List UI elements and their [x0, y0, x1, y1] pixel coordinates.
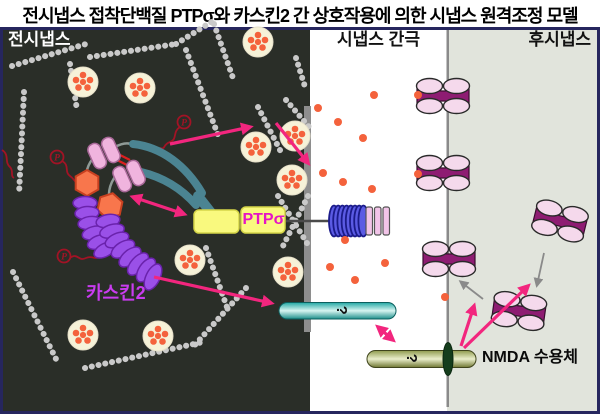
region-label-presynapse: 전시냅스 — [8, 30, 71, 49]
phospho-p: P — [61, 253, 67, 263]
arrow-teal-olive — [375, 324, 396, 343]
olive-unknown-protein — [366, 350, 477, 368]
actin-filaments — [9, 18, 313, 371]
ptpsigma-fn3-coil — [328, 204, 370, 238]
ptpsigma-ig-domains — [365, 206, 391, 236]
region-label-postsynapse: 후시냅스 — [528, 30, 591, 49]
arrow-caskin2-to-teal — [153, 275, 275, 308]
caskin2-sam-spiral — [72, 195, 163, 291]
presynaptic-membrane — [304, 106, 311, 332]
figure-title: 전시냅스 접착단백질 PTPσ와 카스킨2 간 상호작용에 의한 시냅스 원격조… — [22, 6, 578, 26]
arrow-nmda-up-1 — [459, 302, 478, 347]
ptpsigma-label-box — [240, 206, 286, 234]
olive-protein-tm-segment — [442, 342, 454, 376]
caskin2-label: 카스킨2 — [86, 283, 146, 303]
ligand-dot — [414, 91, 422, 99]
free-receptor — [529, 196, 591, 246]
teal-unknown-protein — [278, 302, 397, 320]
membrane-receptor — [415, 77, 471, 115]
pink-domain-pairs — [87, 136, 146, 193]
caskin2-complex — [72, 136, 221, 291]
phospho-letters: P P P — [54, 119, 187, 263]
ptpsigma-protein — [193, 204, 391, 238]
ligand-dot — [414, 170, 422, 178]
region-label-cleft: 시냅스 간극 — [337, 30, 420, 49]
arrow-caskin2-ptpsigma — [129, 193, 188, 218]
arrow-nmda-up-2 — [462, 283, 531, 350]
pink-arrows — [129, 122, 531, 350]
phospho-p: P — [54, 154, 60, 164]
olive-question-mark: ? — [402, 353, 420, 363]
arrow-to-vesicle-pool — [169, 122, 254, 146]
phospho-marks — [1, 114, 192, 264]
gray-arrows — [458, 252, 545, 300]
ptpsigma-phosphatase-box — [193, 209, 240, 234]
glutamate-receptors — [414, 77, 591, 333]
ptpsigma-label: PTPσ — [242, 211, 285, 228]
membrane-receptor — [415, 154, 471, 192]
nmda-receptor-label: NMDA 수용체 — [482, 349, 579, 366]
arrow-to-membrane — [274, 122, 311, 166]
neurotransmitter-dots — [314, 91, 449, 301]
phospho-p: P — [181, 119, 187, 129]
postsynaptic-membrane — [446, 30, 449, 407]
teal-question-mark: ? — [332, 305, 350, 315]
